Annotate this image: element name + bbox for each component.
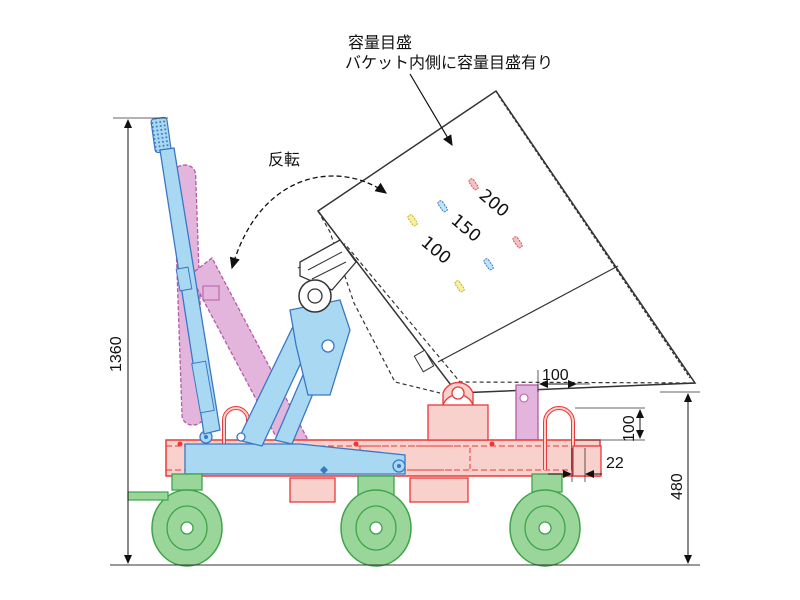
- lift-mechanism: [184, 279, 406, 475]
- dimension-side-height: 100: [575, 407, 645, 442]
- frame-block-center: [409, 477, 469, 503]
- dim-480: 480: [669, 473, 686, 500]
- leader-arrow-icon: [409, 73, 453, 147]
- bucket-latch: [413, 349, 435, 373]
- rotation-label: 反転: [268, 150, 300, 169]
- bucket-fold-line: [437, 265, 619, 363]
- lift-head: [289, 299, 351, 396]
- brake-pedal: [127, 491, 169, 501]
- dimension-total-height: 1360: [108, 117, 168, 564]
- dimension-clearance: 22: [548, 448, 624, 482]
- dimension-bucket-offset: 100: [537, 367, 590, 392]
- curved-dashed-arrow-icon: [229, 175, 388, 270]
- wheel-left: [127, 473, 223, 567]
- bucket-body: [316, 89, 697, 394]
- frame-block-left: [289, 477, 336, 503]
- capacity-scale-label: 容量目盛: [348, 33, 412, 52]
- handle-grip: [150, 116, 172, 154]
- dim-100-horizontal: 100: [542, 367, 569, 384]
- wheel-center: [340, 475, 412, 567]
- pivot-mount-block: [427, 404, 489, 441]
- bucket: [297, 89, 697, 394]
- dim-100-vertical: 100: [621, 415, 638, 442]
- dim-1360: 1360: [108, 336, 125, 372]
- capacity-note-label: バケット内側に容量目盛有り: [345, 53, 553, 72]
- front-bumper: [572, 445, 602, 477]
- bucket-inner-dashed-edge: [495, 90, 691, 379]
- wheel-right: [509, 473, 581, 567]
- bucket-tilted-dashed-position: [297, 243, 696, 384]
- dim-22: 22: [606, 455, 624, 472]
- dimension-frame-height: 480: [660, 391, 700, 564]
